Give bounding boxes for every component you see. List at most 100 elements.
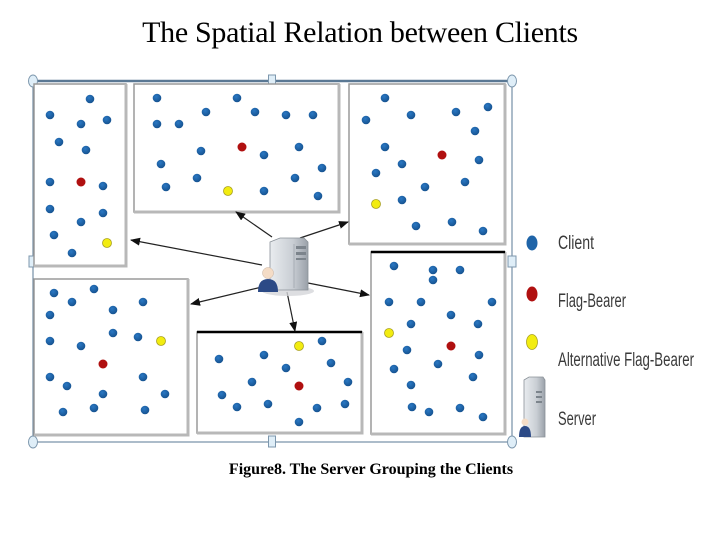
resize-handle-right[interactable]	[507, 255, 517, 268]
client-dot	[470, 126, 480, 136]
client-dot	[98, 181, 108, 191]
client-dot	[433, 359, 443, 369]
alternative-flag-bearer-dot	[371, 199, 381, 209]
resize-handle-bottom-left[interactable]	[28, 435, 38, 449]
arrow-to-top-right	[299, 221, 349, 239]
server-legend-icon	[519, 376, 546, 438]
client-dot	[250, 107, 260, 117]
client-dot	[460, 177, 470, 187]
flag-bearer-dot	[437, 150, 447, 160]
client-dot	[424, 407, 434, 417]
client-dot	[259, 186, 269, 196]
legend: Client Flag-Bearer Alternative Flag-Bear…	[519, 233, 694, 438]
client-dot	[201, 107, 211, 117]
client-dot	[343, 377, 353, 387]
group-box	[196, 331, 363, 434]
client-dot	[108, 328, 118, 338]
client-dot	[67, 297, 77, 307]
client-dot	[76, 217, 86, 227]
group-top-left	[33, 83, 128, 268]
client-dot	[478, 226, 488, 236]
client-dot	[67, 248, 77, 258]
client-dot	[138, 372, 148, 382]
legend-label-client: Client	[558, 233, 595, 254]
client-dot	[45, 310, 55, 320]
client-dot	[487, 297, 497, 307]
group-box	[370, 251, 506, 435]
client-dot	[45, 204, 55, 214]
client-dot	[474, 155, 484, 165]
selection-frame	[28, 74, 517, 449]
client-dot	[478, 412, 488, 422]
client-dot	[340, 399, 350, 409]
client-dot	[232, 402, 242, 412]
client-dot	[389, 364, 399, 374]
client-dot	[428, 275, 438, 285]
client-dot	[326, 358, 336, 368]
arrow-to-bottom-left	[190, 286, 263, 306]
client-dot	[406, 110, 416, 120]
group-box-shadow	[197, 332, 364, 435]
client-dot	[312, 403, 322, 413]
client-dot	[455, 265, 465, 275]
flag-bearer-dot	[237, 142, 247, 152]
client-dot	[58, 407, 68, 417]
client-dot	[389, 261, 399, 271]
client-dot	[361, 115, 371, 125]
client-dot	[397, 195, 407, 205]
client-dot	[380, 93, 390, 103]
client-dot	[76, 119, 86, 129]
legend-item-client: Client	[526, 233, 595, 254]
arrow-to-bottom-middle	[286, 291, 298, 332]
legend-label-alternative-flag-bearer: Alternative Flag-Bearer	[558, 350, 694, 371]
group-box-shadow	[349, 84, 507, 246]
flag-bearer-dot	[294, 381, 304, 391]
resize-handle-top-right[interactable]	[507, 74, 517, 88]
client-dot	[156, 159, 166, 169]
client-dot	[45, 336, 55, 346]
client-dot	[474, 350, 484, 360]
client-dot	[214, 354, 224, 364]
client-dot	[406, 319, 416, 329]
client-dot	[192, 173, 202, 183]
client-dot	[281, 363, 291, 373]
client-dot	[420, 182, 430, 192]
client-dot	[49, 288, 59, 298]
client-dot	[407, 402, 417, 412]
legend-item-server: Server	[519, 376, 596, 438]
resize-handle-bottom-right[interactable]	[507, 435, 517, 449]
client-dot	[468, 372, 478, 382]
client-dot	[85, 94, 95, 104]
legend-label-server: Server	[558, 409, 596, 430]
group-box-shadow	[134, 84, 341, 214]
client-dot	[294, 417, 304, 427]
group-bottom-left	[33, 278, 190, 437]
client-dot	[446, 310, 456, 320]
group-box	[33, 278, 189, 436]
client-dot	[161, 182, 171, 192]
resize-handle-bottom[interactable]	[268, 435, 276, 448]
client-dot	[152, 93, 162, 103]
server-icon[interactable]	[258, 237, 314, 296]
client-dot	[102, 115, 112, 125]
group-box	[33, 83, 127, 267]
client-dot	[317, 336, 327, 346]
client-dot	[196, 146, 206, 156]
client-dot	[174, 119, 184, 129]
client-dot	[232, 93, 242, 103]
client-dot	[133, 332, 143, 342]
client-dot	[98, 208, 108, 218]
connection-arrows	[130, 211, 370, 332]
client-dot	[416, 297, 426, 307]
client-dot	[89, 403, 99, 413]
group-box	[348, 83, 506, 245]
client-dot	[152, 119, 162, 129]
client-dot	[45, 177, 55, 187]
alternative-flag-bearer-dot	[156, 336, 166, 346]
client-dot	[281, 110, 291, 120]
page-title: The Spatial Relation between Clients	[142, 16, 578, 49]
figure-caption: Figure8. The Server Grouping the Clients	[228, 461, 514, 478]
client-dot	[317, 163, 327, 173]
client-dot	[138, 297, 148, 307]
alternative-flag-bearer-dot	[223, 186, 233, 196]
